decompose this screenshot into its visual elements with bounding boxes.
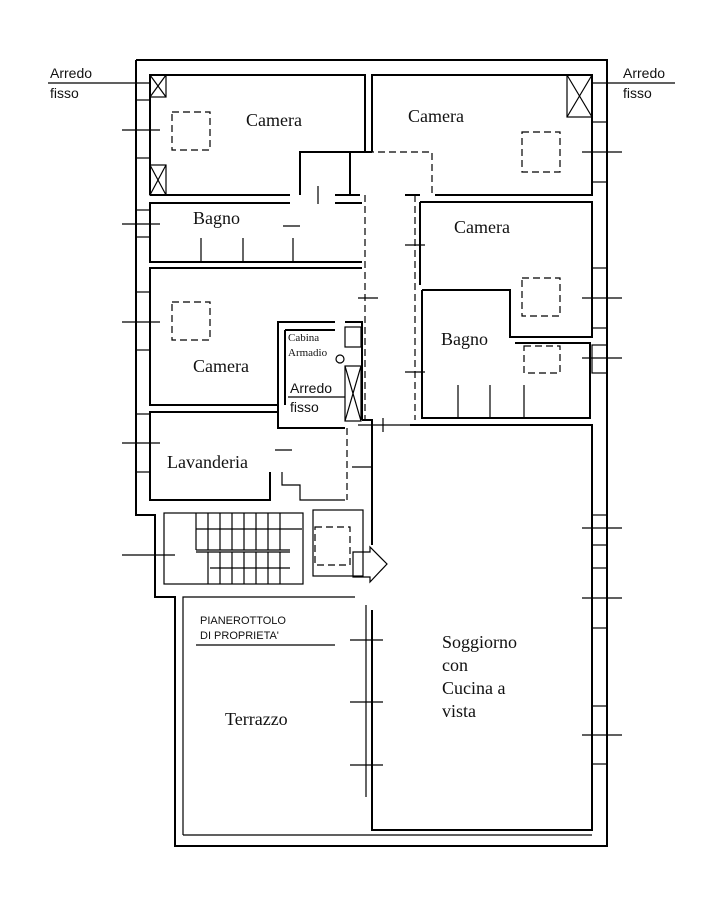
entrance-arrow-icon: [352, 545, 388, 584]
label-arredo-fisso-left: Arredo: [50, 65, 92, 81]
stair-treads: [195, 513, 302, 584]
label-pianerottolo: PIANEROTTOLO: [200, 615, 286, 627]
label-camera-top-right: Camera: [408, 106, 464, 126]
label-armadio: Armadio: [288, 347, 328, 359]
label-terrazzo: Terrazzo: [225, 709, 288, 729]
room-walls: [48, 74, 675, 831]
label-soggiorno: Soggiorno: [442, 632, 517, 652]
label-arredo-fisso-right-2: fisso: [623, 85, 652, 101]
label-arredo-fisso-mid: Arredo: [290, 380, 332, 396]
label-camera-top-left: Camera: [246, 110, 302, 130]
label-arredo-fisso-left-2: fisso: [50, 85, 79, 101]
label-cabina: Cabina: [288, 332, 319, 344]
label-camera-mid-left: Camera: [193, 356, 249, 376]
label-di-proprieta: DI PROPRIETA': [200, 630, 279, 642]
label-vista: vista: [442, 701, 476, 721]
windows: [122, 99, 622, 766]
label-bagno-left: Bagno: [193, 208, 240, 228]
label-con: con: [442, 655, 468, 675]
label-lavanderia: Lavanderia: [167, 452, 248, 472]
label-bagno-right: Bagno: [441, 329, 488, 349]
label-arredo-fisso-mid-2: fisso: [290, 399, 319, 415]
label-arredo-fisso-right: Arredo: [623, 65, 665, 81]
label-cucina-a: Cucina a: [442, 678, 505, 698]
label-camera-right: Camera: [454, 217, 510, 237]
